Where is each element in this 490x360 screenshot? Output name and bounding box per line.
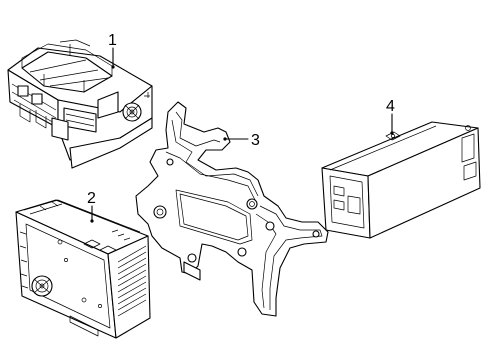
callout-part-2: 2: [87, 190, 96, 207]
part-3-bracket: [135, 101, 329, 317]
part-1-control-unit: [7, 39, 153, 169]
part-4-module: [321, 113, 481, 239]
callout-part-1: 1: [108, 32, 117, 49]
callout-part-3: 3: [251, 132, 260, 149]
part-2-module: [15, 199, 151, 339]
callout-part-4: 4: [386, 98, 395, 115]
